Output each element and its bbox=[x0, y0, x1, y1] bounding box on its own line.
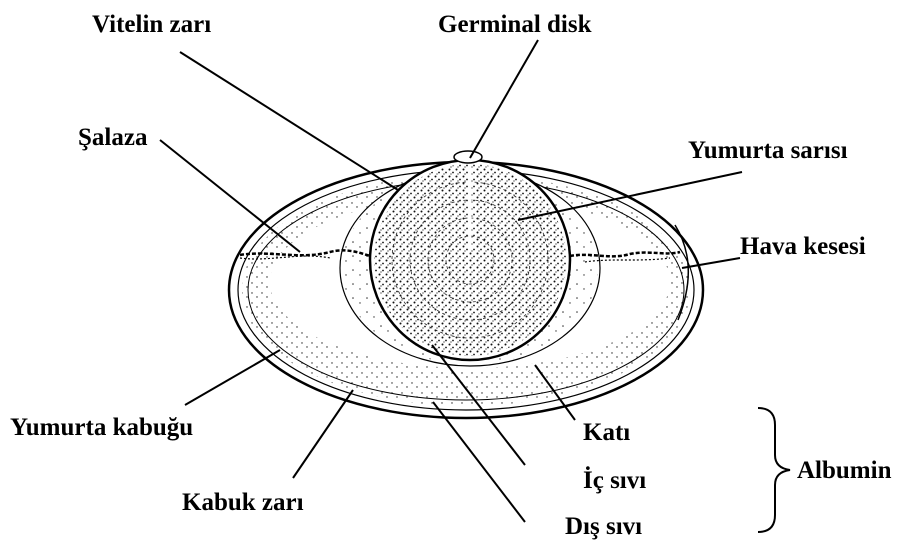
label-albumin: Albumin bbox=[797, 458, 891, 483]
label-vitelin-zari: Vitelin zarı bbox=[92, 12, 211, 37]
leader-kabuk-zari bbox=[293, 390, 353, 478]
label-yumurta-kabugu: Yumurta kabuğu bbox=[10, 415, 193, 440]
leader-yumurta-kabugu bbox=[185, 350, 280, 405]
label-dis-sivi: Dış sıvı bbox=[565, 514, 642, 539]
label-salaza: Şalaza bbox=[78, 125, 147, 150]
germinal-disk bbox=[454, 151, 482, 163]
label-germinal-disk: Germinal disk bbox=[438, 12, 592, 37]
albumin-brace bbox=[758, 408, 790, 532]
leader-salaza bbox=[160, 140, 300, 252]
label-hava-kesesi: Hava kesesi bbox=[740, 234, 866, 259]
leader-vitelin-zari bbox=[180, 52, 398, 190]
leader-dis-sivi bbox=[433, 402, 525, 522]
label-yumurta-sarisi: Yumurta sarısı bbox=[688, 138, 848, 163]
leader-germinal-disk bbox=[470, 40, 538, 158]
label-kabuk-zari: Kabuk zarı bbox=[182, 490, 304, 515]
label-ic-sivi: İç sıvı bbox=[583, 468, 646, 493]
yolk bbox=[370, 160, 570, 360]
label-kati: Katı bbox=[583, 420, 630, 445]
